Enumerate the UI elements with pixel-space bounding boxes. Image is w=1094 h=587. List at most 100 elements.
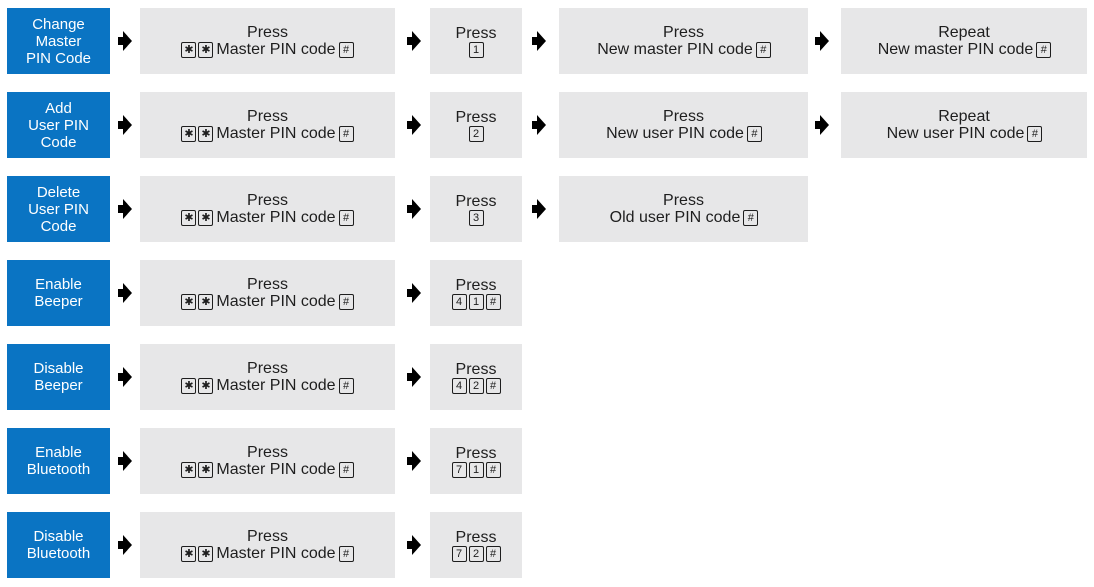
step-box: Press 1: [430, 8, 522, 74]
key-hash: #: [338, 125, 354, 142]
step-box: Press ✱✱Master PIN code#: [140, 176, 395, 242]
row-label-line: Add: [45, 99, 72, 117]
row-change-master-pin: Change Master PIN Code Press ✱✱Master PI…: [0, 8, 1094, 74]
step-text: Repeat: [938, 24, 990, 41]
step-box: Press ✱✱Master PIN code#: [140, 512, 395, 578]
row-label-line: Beeper: [34, 293, 83, 310]
step-box: Repeat New user PIN code#: [841, 92, 1087, 158]
step-text: Master PIN code: [216, 41, 336, 58]
row-delete-user-pin: Delete User PIN Code Press ✱✱Master PIN …: [0, 176, 1094, 242]
right-arrow-icon: [532, 115, 546, 135]
key-hash: #: [485, 461, 501, 478]
row-label-line: Enable: [35, 276, 82, 293]
right-arrow-icon: [407, 367, 421, 387]
step-box: Press 3: [430, 176, 522, 242]
key-4: 4: [451, 377, 467, 394]
step-text: Old user PIN code: [609, 209, 741, 226]
row-label: Change Master PIN Code: [7, 8, 110, 74]
key-star: ✱: [181, 293, 197, 310]
key-star: ✱: [181, 125, 197, 142]
step-box: Press Old user PIN code#: [559, 176, 808, 242]
right-arrow-icon: [118, 199, 132, 219]
right-arrow-icon: [407, 451, 421, 471]
right-arrow-icon: [815, 31, 829, 51]
step-text: Press: [247, 108, 288, 125]
right-arrow-icon: [407, 199, 421, 219]
step-box: Press ✱✱Master PIN code#: [140, 8, 395, 74]
row-label-line: Master: [35, 32, 82, 50]
row-label: Disable Bluetooth: [7, 512, 110, 578]
row-label-line: Change: [32, 15, 85, 33]
row-disable-bluetooth: Disable Bluetooth Press ✱✱Master PIN cod…: [0, 512, 1094, 578]
row-label-line: Enable: [35, 444, 82, 461]
step-text: Press: [455, 528, 497, 546]
key-4: 4: [451, 293, 467, 310]
key-hash: #: [485, 293, 501, 310]
row-enable-bluetooth: Enable Bluetooth Press ✱✱Master PIN code…: [0, 428, 1094, 494]
step-text: Press: [455, 108, 497, 126]
step-box: Press New user PIN code#: [559, 92, 808, 158]
key-hash: #: [743, 209, 759, 226]
step-box: Press ✱✱Master PIN code#: [140, 344, 395, 410]
step-text: Press: [247, 444, 288, 461]
step-text: New master PIN code: [597, 41, 753, 58]
right-arrow-icon: [532, 31, 546, 51]
step-text: Press: [455, 192, 497, 210]
key-3: 3: [468, 209, 484, 226]
right-arrow-icon: [118, 451, 132, 471]
step-text: Master PIN code: [216, 461, 336, 478]
right-arrow-icon: [407, 115, 421, 135]
key-star: ✱: [198, 293, 214, 310]
row-enable-beeper: Enable Beeper Press ✱✱Master PIN code# P…: [0, 260, 1094, 326]
key-star: ✱: [181, 545, 197, 562]
key-star: ✱: [198, 125, 214, 142]
right-arrow-icon: [815, 115, 829, 135]
row-label: Enable Beeper: [7, 260, 110, 326]
right-arrow-icon: [118, 535, 132, 555]
step-text: Repeat: [938, 108, 990, 125]
key-star: ✱: [181, 41, 197, 58]
row-disable-beeper: Disable Beeper Press ✱✱Master PIN code# …: [0, 344, 1094, 410]
key-star: ✱: [198, 209, 214, 226]
key-star: ✱: [198, 461, 214, 478]
step-box: Press ✱✱Master PIN code#: [140, 428, 395, 494]
key-1: 1: [468, 461, 484, 478]
row-add-user-pin: Add User PIN Code Press ✱✱Master PIN cod…: [0, 92, 1094, 158]
key-2: 2: [468, 545, 484, 562]
key-hash: #: [338, 209, 354, 226]
key-hash: #: [338, 377, 354, 394]
step-text: Press: [247, 24, 288, 41]
step-text: New master PIN code: [877, 41, 1034, 58]
key-hash: #: [485, 377, 501, 394]
right-arrow-icon: [118, 115, 132, 135]
row-label-line: Beeper: [34, 377, 83, 394]
key-star: ✱: [198, 377, 214, 394]
row-label-line: Disable: [33, 528, 84, 545]
key-hash: #: [755, 41, 771, 58]
step-text: Master PIN code: [216, 545, 336, 562]
step-text: Press: [247, 192, 288, 209]
row-label-line: Bluetooth: [26, 461, 91, 478]
row-label-line: Bluetooth: [26, 545, 91, 562]
step-text: Press: [455, 276, 497, 294]
row-label: Disable Beeper: [7, 344, 110, 410]
key-hash: #: [1027, 125, 1043, 142]
step-text: Press: [455, 444, 497, 462]
key-7: 7: [451, 545, 467, 562]
step-text: Master PIN code: [216, 209, 336, 226]
step-text: Press: [455, 24, 497, 42]
right-arrow-icon: [407, 535, 421, 555]
right-arrow-icon: [118, 31, 132, 51]
key-2: 2: [468, 377, 484, 394]
step-text: Master PIN code: [216, 125, 336, 142]
right-arrow-icon: [407, 31, 421, 51]
key-hash: #: [338, 461, 354, 478]
step-box: Press ✱✱Master PIN code#: [140, 92, 395, 158]
right-arrow-icon: [118, 367, 132, 387]
row-label-line: Code: [40, 133, 77, 151]
step-box: Press 2: [430, 92, 522, 158]
step-text: Press: [247, 528, 288, 545]
